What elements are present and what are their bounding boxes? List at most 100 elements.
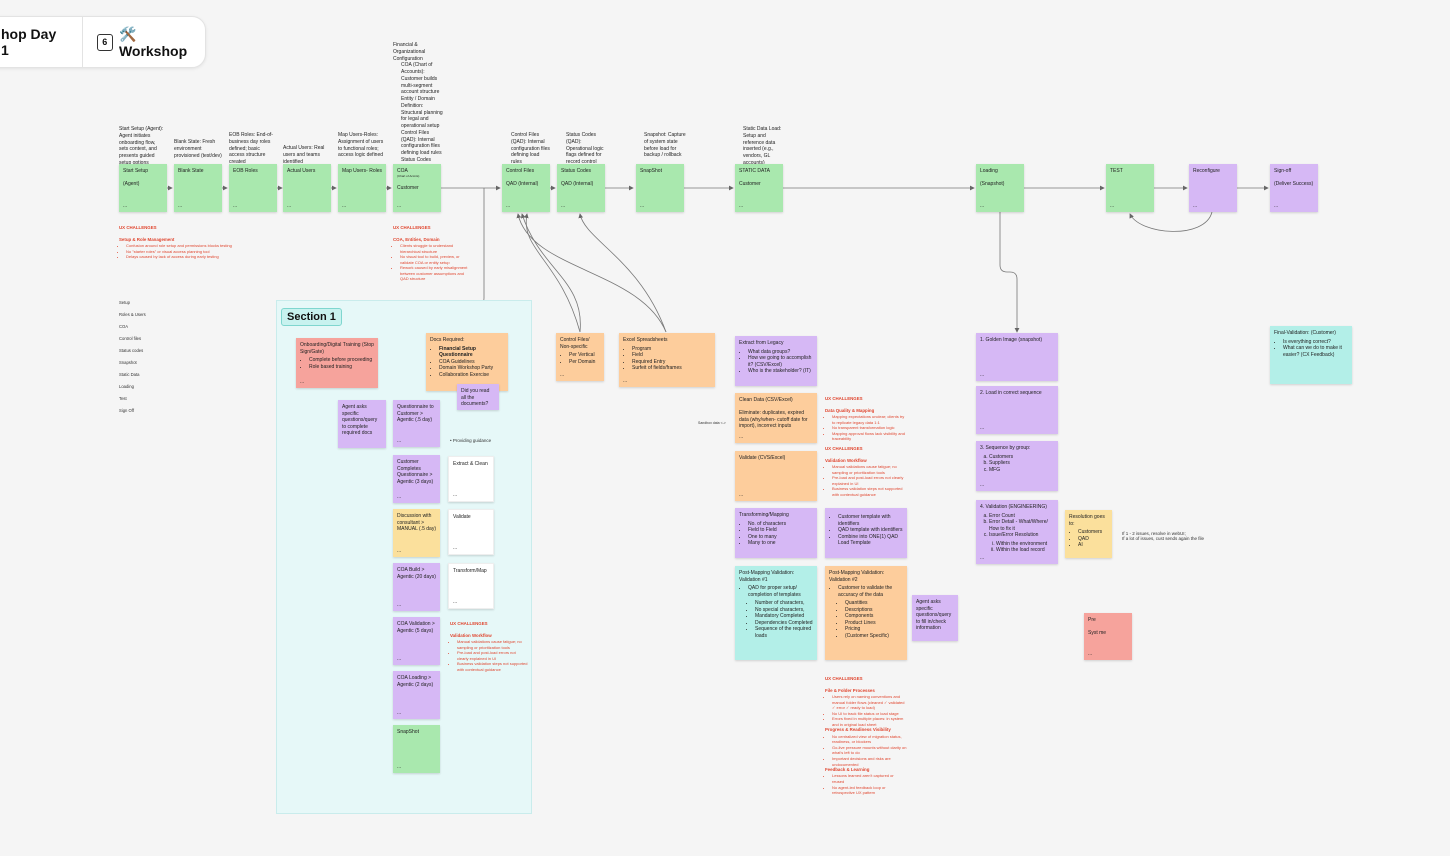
sticky-item: Many to one	[748, 540, 813, 547]
step-loading[interactable]: Loading (Snapshot)...	[976, 164, 1024, 212]
step-status-codes[interactable]: Status Codes QAD (Internal)...	[557, 164, 605, 212]
customer-completes-sticky[interactable]: Customer Completes Questionnaire > Agent…	[393, 455, 440, 503]
ux-item: Users rely on naming conventions and man…	[832, 694, 907, 711]
sticky-subitem: Product Lines	[845, 620, 903, 627]
ux-item: Business validation steps not supported …	[832, 486, 907, 497]
validation-engineering-sticky[interactable]: 4. Validation (ENGINEERING) Error Count …	[976, 500, 1058, 564]
sticky-item: AI	[1078, 542, 1108, 549]
extract-legacy-sticky[interactable]: Extract from Legacy What data groups? Ho…	[735, 336, 817, 386]
sticky-subitem: Within the environment	[996, 541, 1054, 548]
tab-workshop[interactable]: 6 🛠️ Workshop	[83, 26, 205, 59]
ux-header: UX CHALLENGES	[825, 446, 863, 451]
step-title: Control Files	[506, 168, 535, 174]
step-start-setup[interactable]: Start Setup (Agent)...	[119, 164, 167, 212]
step-test[interactable]: TEST...	[1106, 164, 1154, 212]
customer-template-sticky[interactable]: Customer template with identifiers QAD t…	[825, 508, 907, 558]
resolution-sticky[interactable]: Resolution goes to: Customers QAD AI	[1065, 510, 1112, 558]
step-title: Map Users- Roles	[342, 168, 383, 174]
step-static-data[interactable]: STATIC DATA Customer...	[735, 164, 783, 212]
providing-guidance: • Providing guidance	[450, 438, 492, 443]
sticky-subitem: Number of characters,	[755, 600, 813, 607]
step-actual-users[interactable]: Actual Users...	[283, 164, 331, 212]
ux-challenges-section1: UX CHALLENGES Validation Workflow Manual…	[450, 621, 528, 672]
ux-item: Important decisions and risks are undocu…	[832, 756, 907, 767]
validate-sticky[interactable]: Validate...	[448, 509, 494, 555]
step-eob-roles[interactable]: EOB Roles...	[229, 164, 277, 212]
clean-data-sticky[interactable]: Clean Data (CSV/Excel) Eliminate: duplic…	[735, 393, 817, 443]
onboarding-sticky[interactable]: Onboarding/Digital Training (Stop Sign/G…	[296, 338, 378, 388]
step-coa[interactable]: COA (Chart of Accnts) Customer...	[393, 164, 441, 212]
post-mapping-1-sticky[interactable]: Post-Mapping Validation: Validation #1 Q…	[735, 566, 817, 660]
step-control-files[interactable]: Control Files QAD (Internal)...	[502, 164, 550, 212]
issue-note: If 1 - 2 issues, resolve in webUI; If a …	[1122, 531, 1204, 541]
did-you-read-sticky[interactable]: Did you read all the documents?	[457, 384, 499, 410]
sticky-title: Docs Required:	[430, 337, 465, 343]
agent-asks-fill-sticky[interactable]: Agent asks specific questions/query to f…	[912, 595, 958, 641]
ux-header: UX CHALLENGES	[393, 225, 431, 230]
sticky-item: Complete before proceeding	[309, 357, 374, 364]
sticky-title: Post-Mapping Validation: Validation #1	[739, 570, 795, 583]
tab-workshop-day-1[interactable]: hop Day 1	[0, 17, 83, 67]
pre-system-sticky[interactable]: Pre Syst me...	[1084, 613, 1132, 660]
step-sign-off[interactable]: Sign-off (Deliver Success)...	[1270, 164, 1318, 212]
ux-item: No "starter roles" or visual access plan…	[126, 249, 249, 255]
extract-clean-sticky[interactable]: Extract & Clean...	[448, 456, 494, 502]
transforming-mapping-sticky[interactable]: Transforming/Mapping No. of characters F…	[735, 508, 817, 558]
docs-required-sticky[interactable]: Docs Required: Financial Setup Questionn…	[426, 333, 508, 391]
coa-build-sticky[interactable]: COA Build > Agentic (20 days)...	[393, 563, 440, 611]
step-map-users-roles[interactable]: Map Users- Roles...	[338, 164, 386, 212]
excel-spreadsheets-sticky[interactable]: Excel Spreadsheets Program Field Require…	[619, 333, 715, 387]
note-map-users: Map Users-Roles: Assignment of users to …	[338, 132, 384, 159]
section-snapshot-sticky[interactable]: SnapShot...	[393, 725, 440, 773]
step-reconfigure[interactable]: Reconfigure...	[1189, 164, 1237, 212]
sticky-item: Role based training	[309, 364, 374, 371]
sticky-title: Resolution goes to:	[1069, 514, 1105, 527]
sticky-item: Is everything correct?	[1283, 339, 1348, 346]
questionnaire-sticky[interactable]: Questionnaire to Customer > Agentic (.5 …	[393, 400, 440, 447]
sticky-item: Per Domain	[569, 359, 600, 366]
ux-sub: Progress & Readiness Visibility	[825, 727, 891, 733]
sticky-item: COA Guidelines	[439, 359, 504, 366]
sticky-item: Field	[632, 352, 711, 359]
sticky-title: Customer Completes Questionnaire > Agent…	[397, 459, 434, 485]
load-sequence-sticky[interactable]: 2. Load in correct sequence...	[976, 386, 1058, 434]
ux-item: Mapping approval flows lack visibility a…	[832, 431, 907, 442]
note-eob-roles: EOB Roles: End-of-business day roles def…	[229, 132, 273, 165]
sticky-item: Financial Setup Questionnaire	[439, 346, 504, 359]
note-item: Control Files (QAD): Internal configurat…	[511, 132, 551, 166]
final-validation-sticky[interactable]: Final-Validation: (Customer) Is everythi…	[1270, 326, 1352, 384]
coa-loading-sticky[interactable]: COA Loading > Agentic (2 days)...	[393, 671, 440, 719]
step-blank-state[interactable]: Blank State...	[174, 164, 222, 212]
legend-item: Snapshot	[119, 360, 137, 365]
sticky-body: Eliminate: duplicates, expired data (why…	[739, 410, 808, 429]
ux-header: UX CHALLENGES	[825, 676, 863, 681]
sticky-title: Control Files/ Non-specific	[560, 337, 590, 350]
note-financial-item: COA (Chart of Accounts): Customer builds…	[401, 62, 443, 96]
ux-item: Business validation steps not supported …	[457, 661, 528, 672]
golden-image-sticky[interactable]: 1. Golden Image (snapshot)...	[976, 333, 1058, 381]
validate-cvs-sticky[interactable]: Validate (CVS/Excel)...	[735, 451, 817, 501]
sticky-subitem: Within the load record	[996, 547, 1054, 554]
post-mapping-2-sticky[interactable]: Post-Mapping Validation: Validation #2 C…	[825, 566, 907, 660]
legend-item: Control files	[119, 336, 142, 341]
ux-item: Manual validations cause fatigue; no sam…	[832, 464, 907, 475]
control-files-nonspecific-sticky[interactable]: Control Files/ Non-specific Per Vertical…	[556, 333, 604, 381]
step-title: TEST	[1110, 168, 1123, 174]
sequence-group-sticky[interactable]: 3. Sequence by group: Customers Supplier…	[976, 441, 1058, 491]
ux-challenges-validation: UX CHALLENGES Validation Workflow Manual…	[825, 446, 907, 497]
step-snapshot[interactable]: SnapShot...	[636, 164, 684, 212]
coa-validation-sticky[interactable]: COA Validation > Agentic (5 days)...	[393, 617, 440, 665]
agent-asks-sticky[interactable]: Agent asks specific questions/query to c…	[338, 400, 386, 448]
ux-item: Pre-load and post-load errors not clearl…	[832, 475, 907, 486]
sticky-title: 2. Load in correct sequence	[980, 390, 1042, 396]
transform-map-sticky[interactable]: Transform/Map...	[448, 563, 494, 609]
ux-sub: Setup & Role Management	[119, 236, 175, 242]
providing-text: Providing guidance	[452, 438, 492, 443]
sticky-title: SnapShot	[397, 729, 419, 735]
step-sub: (Snapshot)	[980, 181, 1005, 187]
discussion-sticky[interactable]: Discussion with consultant > MANUAL (.5 …	[393, 509, 440, 557]
legend-item: Setup	[119, 300, 130, 305]
step-title: EOB Roles	[233, 168, 258, 174]
sticky-title: COA Build > Agentic (20 days)	[397, 567, 436, 580]
